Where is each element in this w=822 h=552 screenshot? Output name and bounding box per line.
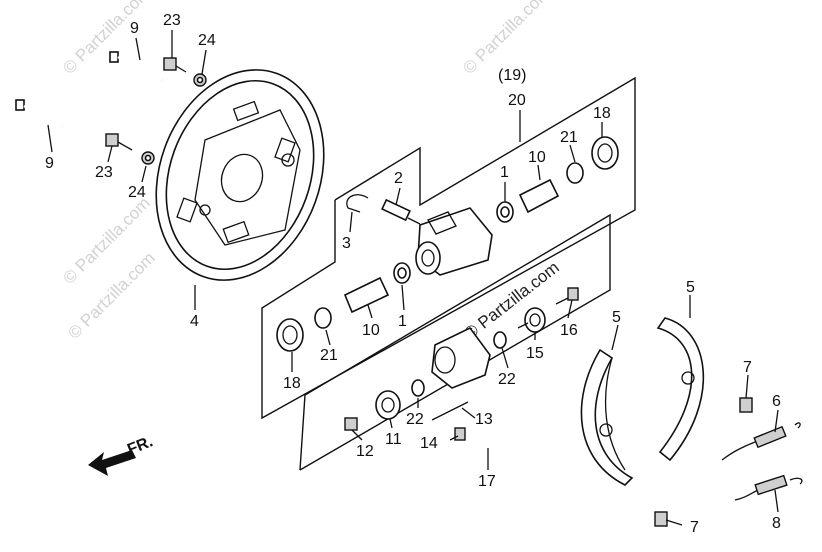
callout-23-lower: 23 [95,164,113,181]
watermark-center: © Partzilla.com [461,258,563,344]
callout-18-upper: 18 [593,105,611,122]
bolt-23-upper [163,57,187,73]
callout-21-upper: 21 [560,129,578,146]
callout-6: 6 [772,393,781,410]
watermark-top-left: © Partzilla.com [59,0,153,78]
callout-3: 3 [342,235,351,252]
callout-21-lower: 21 [320,347,338,364]
callout-17: 17 [478,473,496,490]
callout-1-lower: 1 [398,313,407,330]
bolt-12 [344,417,358,431]
clip-7-lower [654,511,668,527]
adjuster-11 [375,390,401,420]
callout-12: 12 [356,443,374,460]
nut-24-upper [193,73,207,87]
bolt-16 [555,287,579,305]
callout-1-upper: 1 [500,164,509,181]
ring-22-lower [411,379,425,397]
adjuster-15 [517,307,546,333]
brake-shoe-right [656,317,704,462]
spring-6 [721,422,801,461]
backing-plate [155,69,325,281]
callout-2: 2 [394,170,403,187]
spring-8 [734,474,803,501]
callout-5-left: 5 [612,309,621,326]
assembly-box-17 [299,213,611,471]
leader-lines [47,30,779,526]
callout-24-lower: 24 [128,184,146,201]
clip-7-upper [739,397,753,413]
callout-15: 15 [526,345,544,362]
bolt-23-lower [105,133,133,151]
callout-22-lower: 22 [406,411,424,428]
callout-7-upper: 7 [743,359,752,376]
lower-cylinder-parts-left [276,262,411,352]
bleeder-2 [381,198,421,225]
callout-5-right: 5 [686,279,695,296]
callout-9-upper: 9 [130,20,139,37]
callout-18-lower: 18 [283,375,301,392]
spring-13 [431,401,469,421]
callout-10-lower: 10 [362,322,380,339]
callout-9-lower: 9 [45,155,54,172]
front-label: FR. [125,433,155,458]
callout-20: 20 [508,92,526,109]
brake-shoe-left [580,348,634,486]
callout-4: 4 [190,313,199,330]
bolt-9-lower [15,99,63,128]
nipple-14 [454,427,466,441]
callout-14: 14 [420,435,438,452]
assembly-box-20 [261,76,636,420]
callout-11: 11 [385,431,402,448]
callout-16: 16 [560,322,578,339]
ring-22-upper [493,331,507,349]
callout-8: 8 [772,515,781,532]
wheel-cylinder-upper [415,207,493,276]
callout-13: 13 [475,411,493,428]
nut-24-lower [141,151,155,165]
upper-cylinder-parts [496,136,619,223]
front-arrow-icon [88,450,136,476]
callout-23-upper: 23 [163,12,181,29]
callout-labels: 9 23 24 9 23 24 4 3 2 (19) 20 1 10 21 18… [45,12,781,536]
callout-7-lower: 7 [690,519,699,536]
bolt-9-upper [109,51,163,82]
wheel-cylinder-lower [431,326,491,389]
clip-3 [346,194,369,213]
callout-24-upper: 24 [198,32,216,49]
callout-22-upper: 22 [498,371,516,388]
callout-10-upper: 10 [528,149,546,166]
callout-19: (19) [498,67,526,84]
